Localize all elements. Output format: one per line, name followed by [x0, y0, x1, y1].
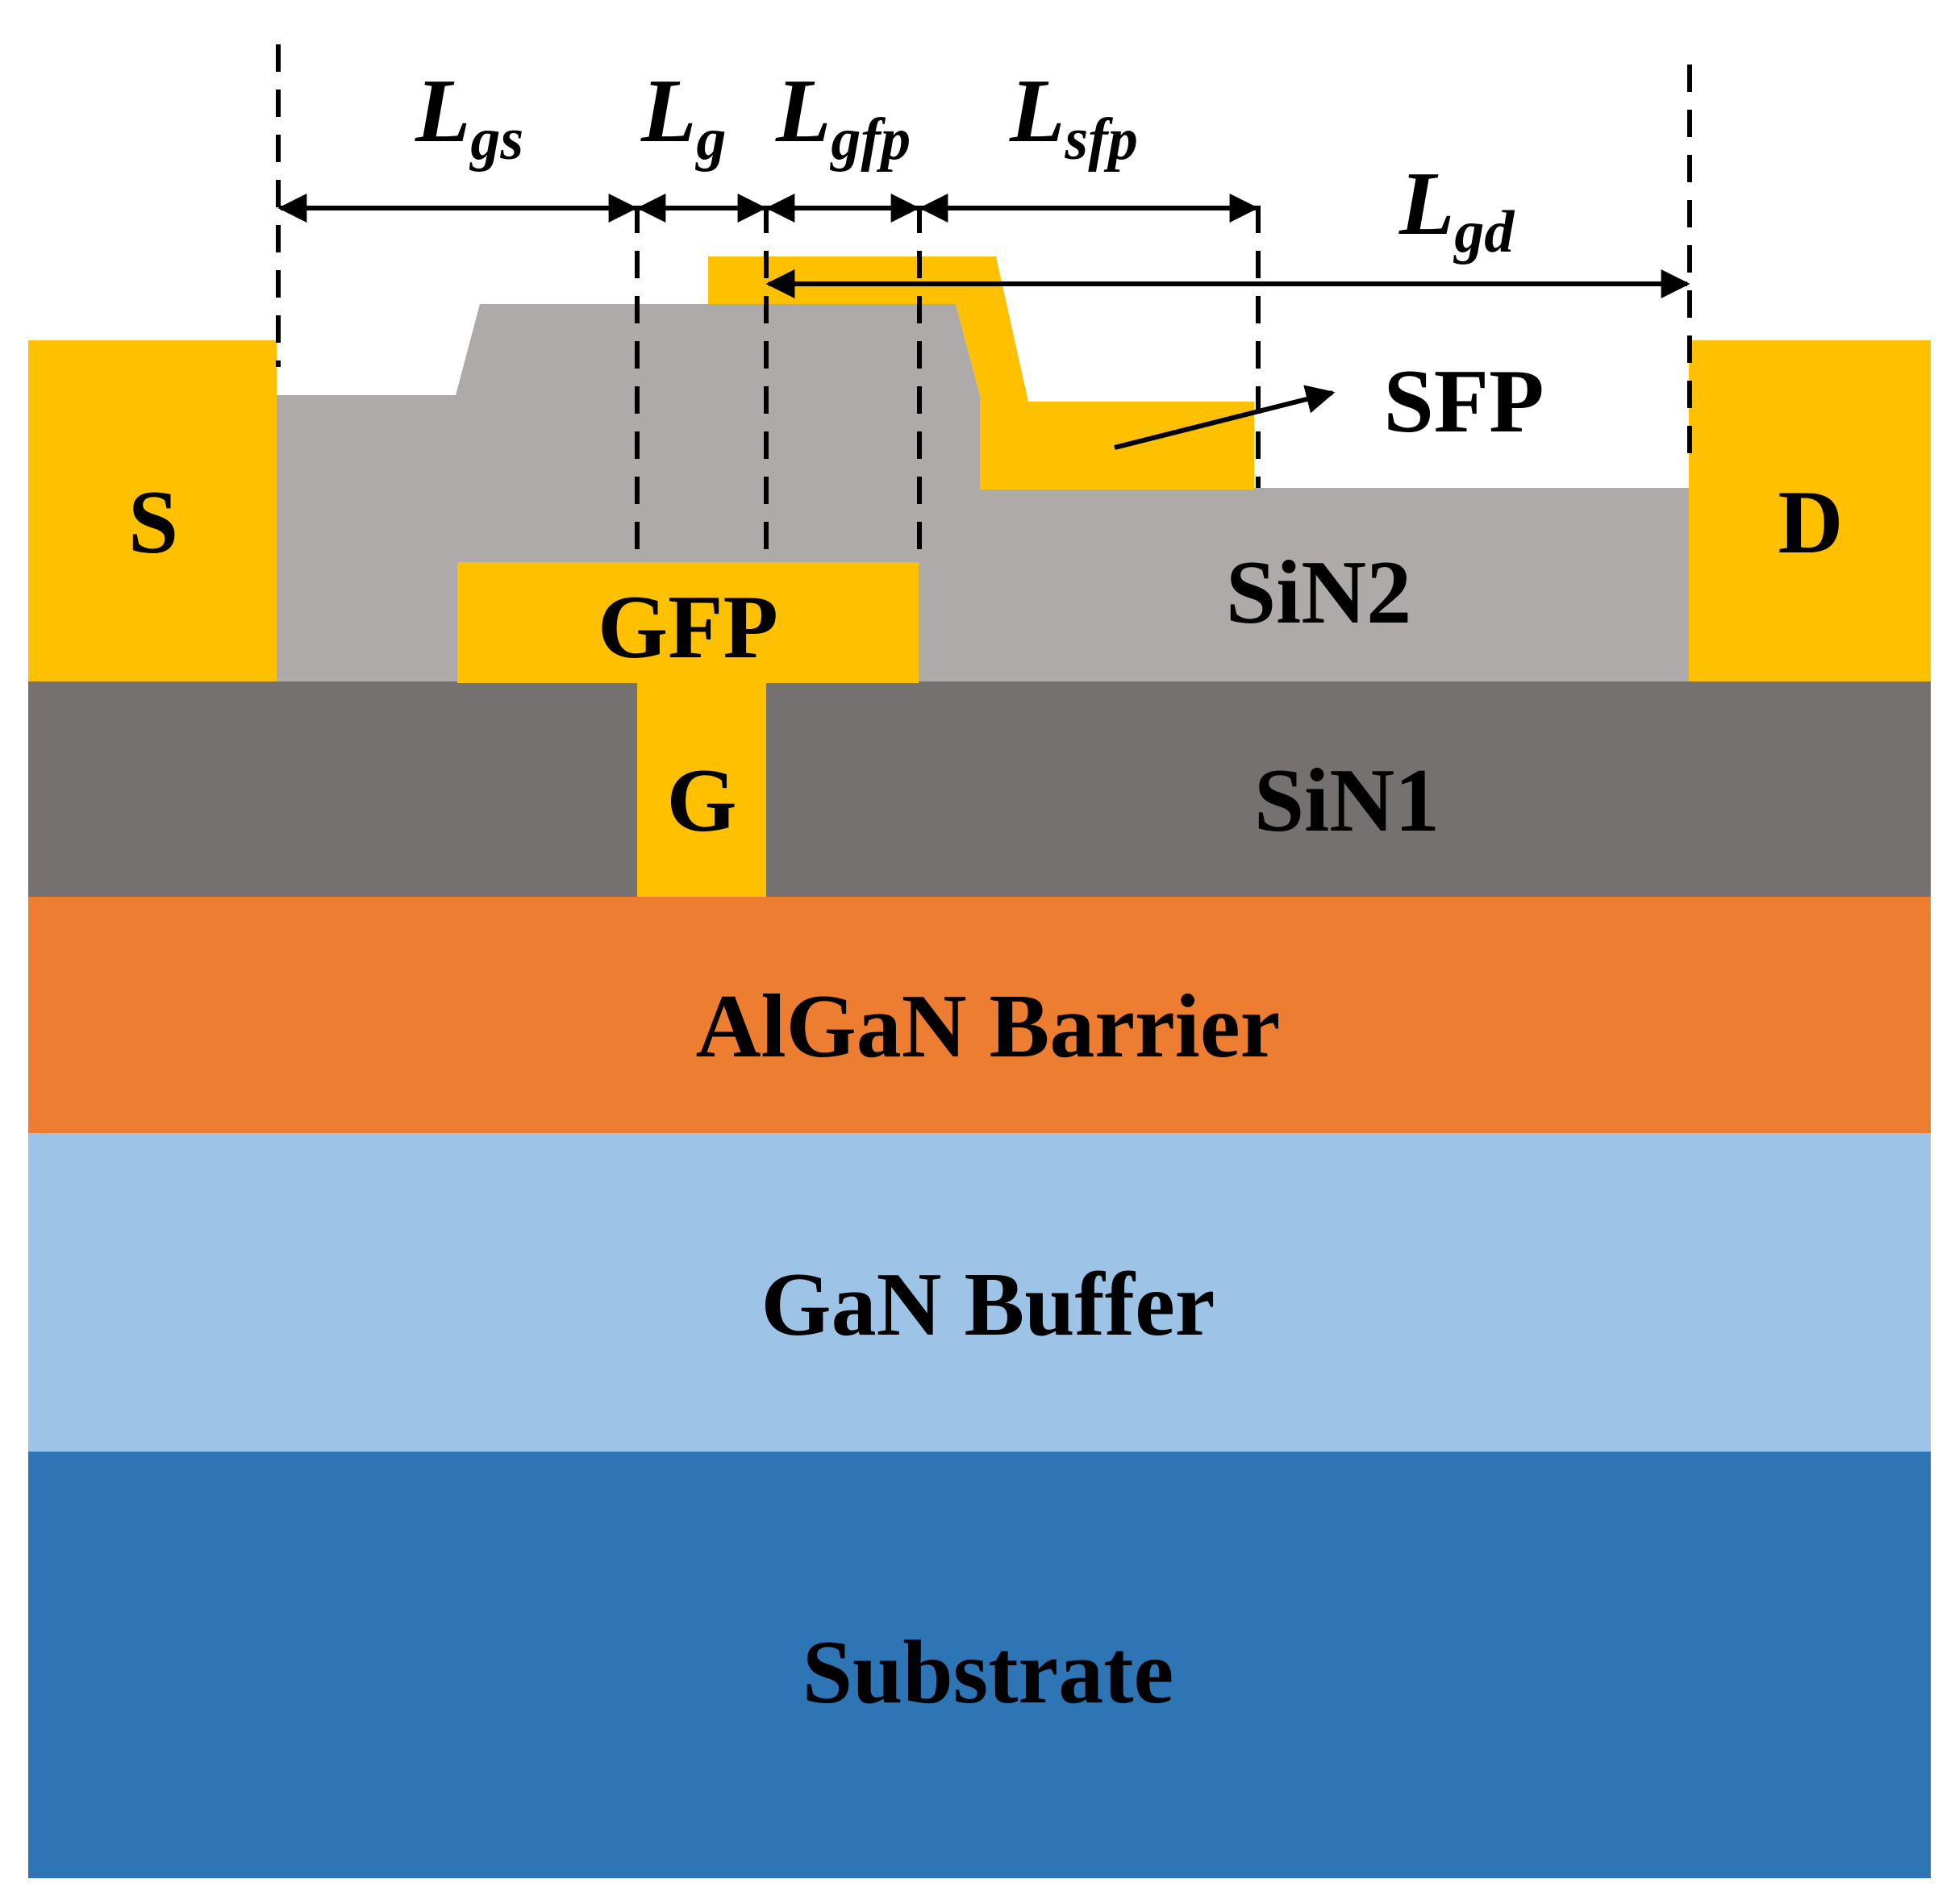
sin2-label: SiN2	[1226, 543, 1411, 643]
algan-barrier-label: AlGaN Barrier	[696, 977, 1281, 1077]
source-contact	[28, 340, 277, 681]
gate-label: G	[666, 751, 736, 851]
substrate-layer	[28, 1452, 1931, 1878]
lgfp-label: Lgfp	[775, 61, 911, 173]
sin1-label: SiN1	[1254, 751, 1440, 851]
drain-contact	[1689, 340, 1931, 681]
source-field-plate	[708, 256, 1254, 490]
gate-field-plate	[457, 562, 919, 683]
gate-contact	[637, 681, 766, 897]
lgs-label: Lgs	[415, 61, 523, 173]
lg-label: Lg	[640, 61, 726, 173]
substrate-label: Substrate	[802, 1623, 1173, 1723]
sfp-label: SFP	[1383, 352, 1544, 452]
lgd-label: Lgd	[1398, 154, 1515, 265]
algan-barrier-layer	[28, 897, 1931, 1133]
drain-label: D	[1778, 473, 1844, 573]
sin1-layer	[28, 681, 1931, 897]
sfp-pointer-arrow	[1114, 385, 1336, 450]
source-label: S	[128, 473, 178, 573]
gfp-label: GFP	[598, 577, 778, 677]
gan-buffer-label: GaN Buffer	[761, 1255, 1215, 1355]
lsfp-label: Lsfp	[1009, 61, 1138, 173]
gan-buffer-layer	[28, 1133, 1931, 1452]
